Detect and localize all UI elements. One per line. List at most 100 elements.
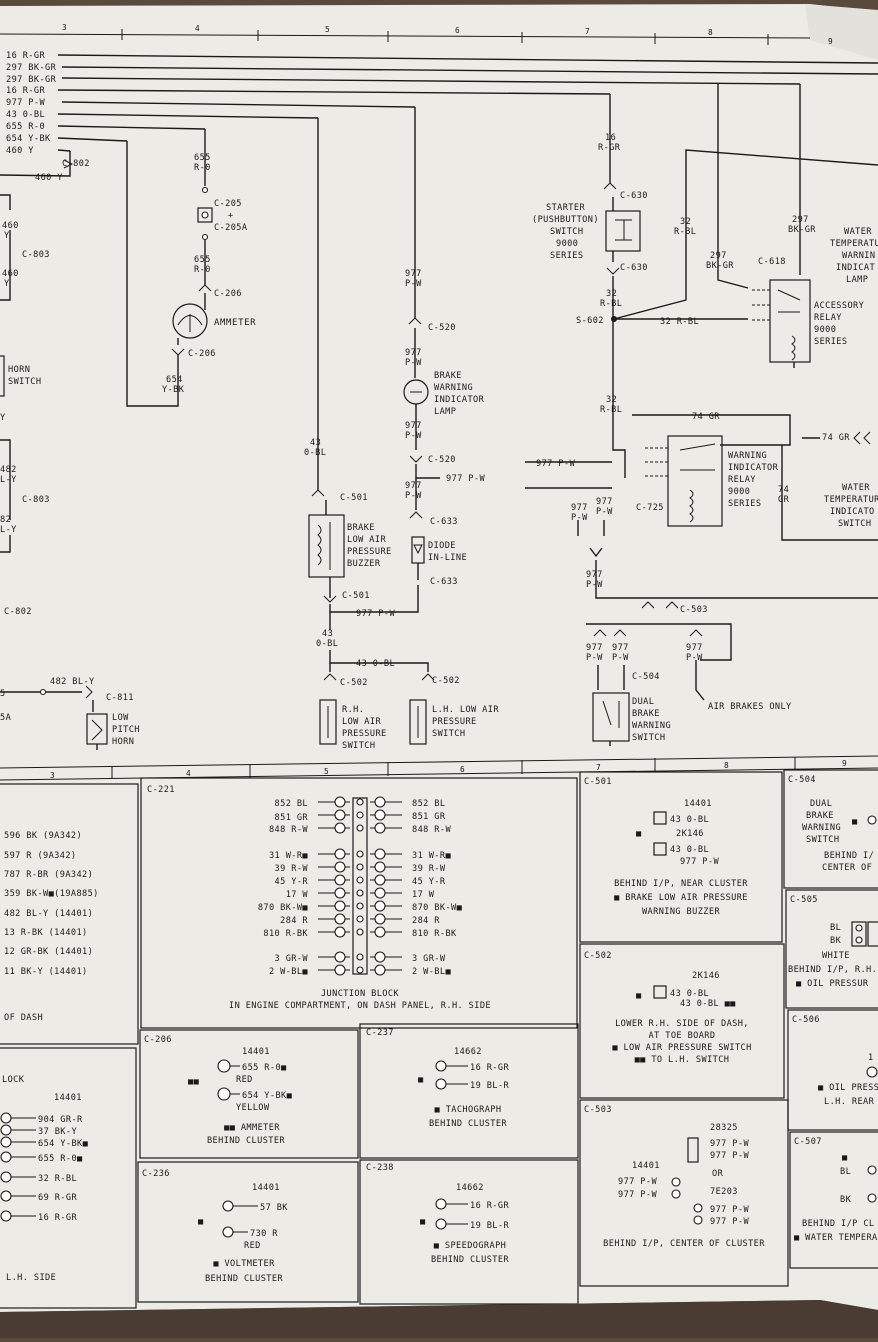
wire-label: P-W — [571, 513, 588, 523]
connector-label: C-501 — [342, 591, 370, 601]
wire-label: BK-GR — [788, 225, 816, 235]
panel-c237 — [359, 1023, 579, 1159]
component-label: RELAY — [728, 475, 756, 485]
part-number: 28325 — [710, 1123, 738, 1133]
panel-caption: OF DASH — [4, 1013, 43, 1023]
terminal-icon — [867, 1165, 877, 1175]
wire-label: 32 — [680, 217, 691, 227]
connector-label: C-502 — [340, 678, 368, 688]
connector-row: 16 R-GR — [38, 1213, 77, 1223]
component-label: IN-LINE — [428, 553, 467, 563]
component-label: 9000 — [556, 239, 578, 249]
panel-c505 — [785, 889, 878, 1009]
connector-id: C-237 — [366, 1028, 394, 1038]
panel-caption: L.H. SIDE — [6, 1273, 56, 1283]
wire-label: P-W — [586, 653, 603, 663]
junction-right-label: 39 R-W — [412, 864, 446, 874]
part-number: 2K146 — [692, 971, 720, 981]
connector-label: C-630 — [620, 191, 648, 201]
wire-label: P-W — [686, 653, 703, 663]
junction-left-label: 3 GR-W — [275, 954, 309, 964]
terminal-icon — [435, 1198, 447, 1210]
junction-right-label: 851 GR — [412, 812, 446, 822]
connector-row: 596 BK (9A342) — [4, 831, 82, 841]
wire-label: 482 BL-Y — [50, 677, 95, 687]
junction-left-label: 2 W-BL■ — [269, 967, 308, 977]
junction-stud — [356, 915, 364, 923]
component-label: PRESSURE — [342, 729, 387, 739]
zone-number: 7 — [585, 27, 590, 36]
wire-label: 655 — [194, 255, 211, 265]
connector-label: C-520 — [428, 323, 456, 333]
panel-caption: IN ENGINE COMPARTMENT, ON DASH PANEL, R.… — [229, 1001, 491, 1011]
junction-left-label: 31 W-R■ — [269, 851, 308, 861]
wire-label: BK — [840, 1195, 852, 1205]
junction-left-label: 17 W — [286, 890, 309, 900]
junction-right-label: 848 R-W — [412, 825, 451, 835]
wire-label: 297 — [792, 215, 809, 225]
component-label: INDICATOR — [434, 395, 485, 405]
wire-label: 460 — [2, 269, 19, 279]
junction-stud — [356, 811, 364, 819]
panel-caption: ■ BRAKE LOW AIR PRESSURE — [614, 893, 748, 903]
wire-label: 977 P-W — [618, 1177, 657, 1187]
connector-id: C-221 — [147, 785, 175, 795]
part-number: 14401 — [252, 1183, 280, 1193]
component-label: SWITCH — [342, 741, 375, 751]
wire-label: 32 — [606, 289, 617, 299]
wire-label: R-0 — [194, 163, 211, 173]
zone-number: 6 — [460, 765, 465, 774]
component-label: TEMPERATUR — [824, 495, 878, 505]
panel-c221 — [140, 777, 578, 1029]
zone-number: 9 — [828, 37, 833, 46]
connector-marker: ■ — [842, 1153, 848, 1163]
component-label: SWITCH — [550, 227, 583, 237]
connector-label: C-504 — [632, 672, 660, 682]
component-label: TEMPERATU — [830, 239, 878, 249]
connector-label: C-205 — [214, 199, 242, 209]
junction-left-label: 39 R-W — [275, 864, 309, 874]
connector-row: 13 R-BK (14401) — [4, 928, 88, 938]
panel-caption: BEHIND CLUSTER — [429, 1119, 507, 1129]
panel-caption: ■ VOLTMETER — [213, 1259, 275, 1269]
junction-left-label: 851 GR — [275, 813, 309, 823]
wire-label: 977 P-W — [710, 1217, 749, 1227]
horn-circuit — [0, 141, 179, 750]
terminal-icon — [217, 1059, 231, 1073]
component-label: DIODE — [428, 541, 456, 551]
wire-label: 977 P-W — [356, 609, 395, 619]
connector-id: C-206 — [144, 1035, 172, 1045]
connector-row: 482 BL-Y (14401) — [4, 909, 93, 919]
junction-pin — [374, 926, 386, 938]
connector-label: C-633 — [430, 517, 458, 527]
connector-id: C-506 — [792, 1015, 820, 1025]
wire-label: 977 — [405, 348, 422, 358]
wire-label: 0-BL — [304, 448, 326, 458]
junction-pin — [374, 887, 386, 899]
wire-label: 977 — [405, 269, 422, 279]
wire-label: R-BL — [600, 405, 622, 415]
zone-number: 4 — [195, 24, 200, 33]
terminal-icon — [222, 1200, 234, 1212]
connector-label: C-502 — [432, 676, 460, 686]
component-label: SWITCH — [632, 733, 665, 743]
separator-label: OR — [712, 1169, 724, 1179]
component-label: DUAL — [810, 799, 832, 809]
panel-c504 — [783, 769, 878, 889]
wire-label: 977 — [586, 643, 603, 653]
connector-pins — [0, 1112, 36, 1222]
wire-label: 460 Y — [6, 146, 34, 156]
component-label: BRAKE — [632, 709, 660, 719]
connector-label: C-501 — [340, 493, 368, 503]
junction-left-label: 848 R-W — [269, 825, 308, 835]
connector-pin — [0, 1124, 12, 1136]
wire-label: 19 BL-R — [470, 1221, 509, 1231]
zone-border-top — [0, 33, 811, 39]
junction-right-label: 17 W — [412, 890, 435, 900]
wire-label: L-Y — [0, 525, 17, 535]
connector-marker: ■■ — [188, 1077, 200, 1087]
wire-label: 297 BK-GR — [6, 75, 57, 85]
connector-row: 654 Y-BK■ — [38, 1139, 89, 1149]
panel-caption: JUNCTION BLOCK — [321, 989, 399, 999]
component-label: WARNING — [632, 721, 671, 731]
